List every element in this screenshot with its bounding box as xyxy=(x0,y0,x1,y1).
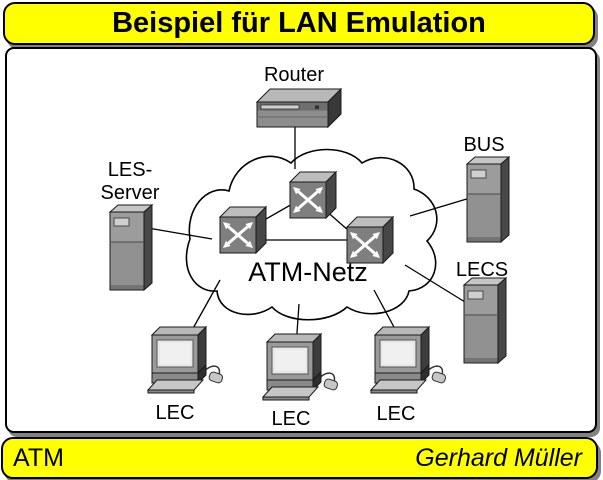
atm-cloud-icon xyxy=(185,148,438,321)
footer-topic: ATM xyxy=(13,443,64,472)
connection-line xyxy=(141,226,213,240)
router-icon xyxy=(256,88,342,128)
network-diagram: ATM-Netz Router LES- Server BUS LECS LEC… xyxy=(101,64,510,430)
lec-workstation-icon xyxy=(147,326,225,394)
les-server-icon xyxy=(109,204,153,291)
connection-line xyxy=(404,264,466,303)
lec-label: LEC xyxy=(156,402,195,424)
title-bar: Beispiel für LAN Emulation xyxy=(3,2,595,45)
lecs-label: LECS xyxy=(456,259,508,281)
footer-author: Gerhard Müller xyxy=(415,443,582,472)
connection-line xyxy=(409,197,471,217)
lecs-server-icon xyxy=(463,277,507,364)
lec-workstation-icon xyxy=(262,333,340,401)
connection-line xyxy=(190,279,221,333)
router-label: Router xyxy=(264,64,324,86)
les-server-label-line2: Server xyxy=(101,182,160,204)
atm-switch-icon xyxy=(218,205,268,255)
cloud-label: ATM-Netz xyxy=(248,257,368,287)
slide-title: Beispiel für LAN Emulation xyxy=(112,7,486,39)
atm-switch-icon xyxy=(288,170,338,220)
footer-bar: ATM Gerhard Müller xyxy=(1,437,598,479)
bus-label: BUS xyxy=(463,134,504,156)
les-server-label-line1: LES- xyxy=(108,159,152,181)
lec-workstation-icon xyxy=(370,326,448,394)
bus-server-icon xyxy=(466,156,510,243)
lec-label: LEC xyxy=(272,408,311,430)
lec-label: LEC xyxy=(377,403,416,425)
diagram-panel: ATM-Netz Router LES- Server BUS LECS LEC… xyxy=(5,47,597,433)
